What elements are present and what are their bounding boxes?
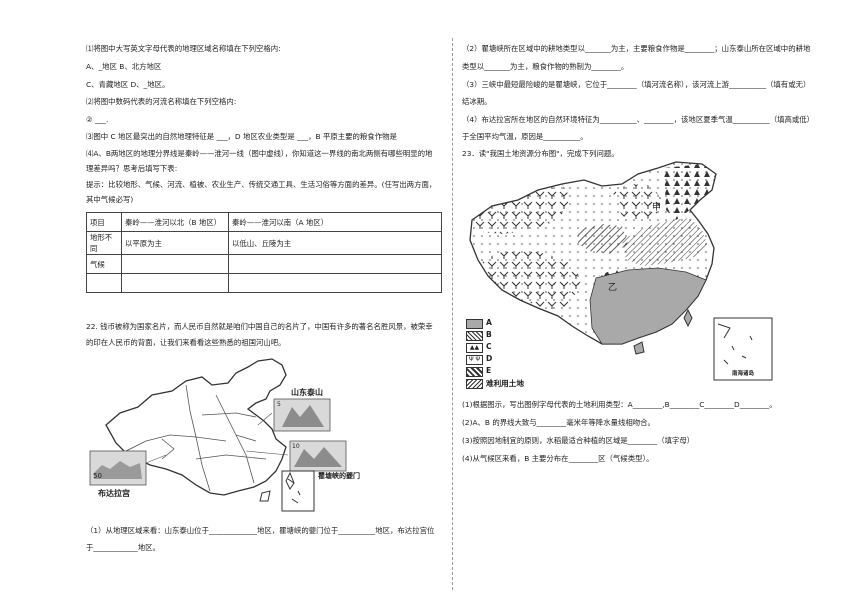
qutang-picture [294,447,342,467]
q22-part4: （4）布达拉宫所在地区的自然环境特征为__________、________，该… [462,115,815,124]
q22-part3: （3）三峡中最短最险峻的是瞿塘峡，它位于________（填河流名称），该河流上… [462,80,811,89]
label-taishan: 山东泰山 [291,388,323,397]
legend-swatch-e [466,367,483,377]
legend-label: B [486,330,492,339]
banknote-50-value: 50 [93,472,102,480]
table-cell: 气候 [86,254,122,274]
table-cell[interactable] [86,273,122,293]
table-header-cell: 秦岭——淮河以北（B 地区） [121,212,229,232]
province-border [185,384,211,492]
pointer-line [145,454,167,464]
taiwan-island [285,471,295,490]
land-use-map [469,161,773,381]
legend-swatch-c: ▲▲ [466,343,483,353]
legend-label: E [486,366,492,375]
potala-picture [94,461,142,479]
legend-label: C [486,342,492,351]
label-qutang: 瞿塘峡的夔门 [318,472,360,480]
q22-intro-cont: 的印在人民币的背面，让我们来看看这些熟悉的祖国河山吧。 [86,338,286,347]
region-b [622,218,708,266]
legend-label: 难利用土地 [486,379,524,388]
q22-part1: （1）从地理区域来看：山东泰山位于_____________地区，瞿塘峡的夔门位… [86,526,435,535]
land-resource-map: 甲 乙 南海诸岛 A B ▲▲ C Ψ Ψ D E 难利用土地 [462,160,792,389]
q23-part3: (3)按照因地制宜的原则，水稻最适合种植的区域是________（填字母） [462,436,695,445]
table-cell[interactable] [228,254,442,274]
q22-part2-cont: 类型以_______为主，粮食作物的熟制为________。 [462,62,629,71]
q22-part4-cont: 于全国平均气温，原因是__________。 [462,132,588,141]
legend-label: A [486,318,492,327]
q22-part2: （2）瞿塘峡所在区域中的耕地类型以_______为主，主要粮食作物是______… [462,44,811,53]
province-border [195,454,267,460]
q-part4-cont: 理差异吗？思考后填写下表: [86,164,178,173]
legend-swatch-d: Ψ Ψ [466,355,483,365]
q-part1-cd: C、青藏地区 D、_地区。 [86,80,170,89]
legend-swatch-barren [466,379,483,389]
q-hint-cont: 其中气候必写) [86,195,134,204]
region-e [578,224,628,254]
comparison-table: 项目 秦岭——淮河以北（B 地区） 秦岭——淮河以南（A 地区） 地形不同 以平… [86,212,442,293]
china-border [105,358,287,496]
q22-part3-cont: 结冰期。 [462,97,492,106]
q-part1: ⑴将图中大写英文字母代表的地理区域名称填在下列空格内: [86,44,281,53]
region-d-inner [612,184,662,222]
pointer-line [257,412,273,426]
table-row: 地形不同 以平原为主 以低山、丘陵为主 [86,231,442,255]
banknote-5-value: 5 [277,401,281,408]
legend-swatch-a [466,319,483,329]
label-jia: 甲 [652,203,662,213]
q23-part1: (1)根据图示，写出图例字母代表的土地利用类型：A________,B_____… [462,400,777,409]
inset-islands [717,323,753,365]
table-cell: 以低山、丘陵为主 [228,231,442,255]
table-cell: 地形不同 [86,231,122,255]
china-outline-map [89,358,347,512]
label-yi: 乙 [608,283,618,293]
region-d-north [472,184,572,234]
q23-part4: (4)从气候区来看，B 主要分布在________区（气候类型）。 [462,454,654,463]
region-d-plateau [482,250,582,312]
legend-swatch-b [466,331,483,341]
q-part2: ⑵将图中数码代表的河流名称填在下列空格内: [86,97,237,106]
q-part3: ⑶图中 C 地区最突出的自然地理特征是 ___，D 地区农业类型是 ___，B … [86,132,397,141]
province-border [235,434,257,442]
hainan-island [633,341,645,355]
region-c-northeast [664,164,716,220]
table-header-row: 项目 秦岭——淮河以北（B 地区） 秦岭——淮河以南（A 地区） [86,212,442,232]
q23-intro: 23．读"我国土地资源分布图"，完成下列问题。 [462,149,619,158]
q-part1-ab: A、_地区 B、北方地区 [86,62,162,71]
table-header-cell: 秦岭——淮河以南（A 地区） [228,212,442,232]
inset-islands [287,478,301,504]
province-border [125,434,227,452]
banknote-10-value: 10 [292,443,300,450]
region-a [589,267,707,345]
table-row [86,273,442,293]
q23-part2: (2)A、B 的界线大致与________毫米年等降水量线相吻合。 [462,418,655,427]
table-cell: 以平原为主 [121,231,229,255]
legend-label: D [486,354,493,363]
q22-intro: 22. 钱币被称为国家名片，而人民币自然就是咱们中国自己的名片了，中国有许多的著… [86,322,433,331]
south-china-sea-inset [713,317,773,381]
table-cell[interactable] [121,273,229,293]
table-header-cell: 项目 [86,212,122,232]
q22-part1-cont: 于____________地区。 [86,543,160,552]
inset-label: 南海诸岛 [732,371,755,377]
taiwan-island [683,308,693,328]
table-row: 气候 [86,254,442,274]
south-china-sea-inset [281,470,315,512]
province-border [201,412,257,418]
q-part4: ⑷A、B两地区的地理分界线是秦岭——淮河一线（图中虚线），你知道这一界线的南北两… [86,149,433,158]
table-cell[interactable] [228,273,442,293]
q-hint: 提示：比较地形、气候、河流、植被、农业生产、传统交通工具、生活习俗等方面的差异。… [86,180,437,189]
column-divider [452,38,453,590]
taishan-picture [282,405,324,427]
china-banknote-map: 山东泰山 瞿塘峡的夔门 布达拉宫 50 5 10 [86,355,442,515]
pointer-line [245,450,289,456]
q-part2-answer: ② ___. [86,115,109,124]
label-potala: 布达拉宫 [98,489,130,498]
table-cell[interactable] [121,254,229,274]
province-border [161,438,175,460]
hainan-island [259,490,271,502]
